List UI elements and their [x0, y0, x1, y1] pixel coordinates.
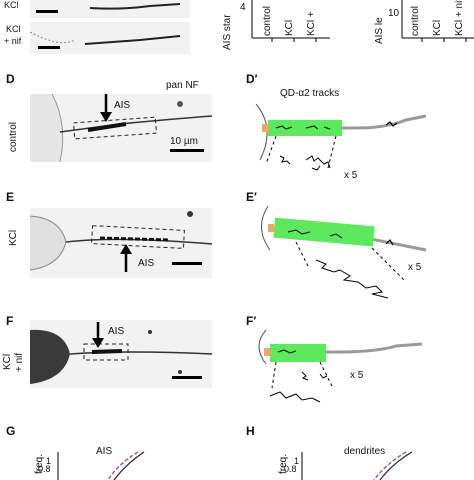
- panel-e-row-label: KCl: [8, 229, 19, 246]
- top-neurite-1: [89, 3, 181, 10]
- panel-d-row-label: control: [8, 121, 19, 152]
- panel-e2-letter: E′: [246, 190, 257, 204]
- panel-h-plot: [301, 451, 413, 480]
- panel-f-ais-arrow: [92, 322, 104, 348]
- panel-d2-letter: D′: [246, 72, 258, 86]
- panel-g-letter: G: [6, 424, 16, 438]
- top-row-label-ke: KCl: [4, 0, 19, 10]
- panel-h-title: dendrites: [344, 446, 386, 457]
- panel-e2-mag: x 5: [408, 262, 422, 273]
- panel-d-letter: D: [6, 72, 15, 86]
- top-tick-4: 4: [240, 2, 246, 13]
- panel-d2-mag: x 5: [344, 170, 358, 181]
- panel-g-tick-08: 0.8: [38, 464, 51, 474]
- panel-e2-diagram: [261, 205, 427, 299]
- panel-f2-mag: x 5: [350, 370, 364, 381]
- top-ylabel-b: AIS le: [374, 17, 385, 44]
- top-image-kcl-nif: [30, 22, 190, 54]
- top-xcat-a-0: control: [262, 5, 273, 36]
- top-axis-a: [251, 0, 330, 42]
- panel-e-micrograph: [30, 211, 212, 271]
- top-xcat-b-0: control: [410, 5, 421, 36]
- panel-h-letter: H: [246, 424, 255, 438]
- panel-f-micrograph: [30, 329, 212, 384]
- panel-f-row-label-2: + nif: [14, 352, 25, 372]
- panel-d-micrograph: [30, 94, 212, 162]
- panel-f-image: [30, 320, 212, 388]
- panel-d-stain: pan NF: [166, 80, 199, 91]
- panel-d2-diagram: [255, 103, 427, 171]
- panel-f2-diagram: [258, 329, 423, 403]
- panel-h-tick-1: 1: [294, 456, 300, 466]
- panel-f2-letter: F′: [246, 314, 257, 328]
- top-ylabel-a: AIS star: [222, 14, 233, 50]
- panel-f-letter: F: [6, 314, 14, 328]
- panel-d2-title: QD-α2 tracks: [280, 88, 340, 99]
- panel-g-tick-1: 1: [46, 456, 52, 466]
- top-xcat-b-2: KCl + nif: [454, 0, 465, 36]
- top-row-label-nif: + nif: [4, 36, 22, 46]
- panel-d-ais-label: AIS: [114, 100, 131, 111]
- top-scale-1: [36, 10, 58, 13]
- panel-h-tick-08: 0.8: [284, 464, 297, 474]
- panel-d-scalebar: [170, 149, 204, 152]
- top-xcat-a-1: KCl: [284, 19, 295, 36]
- panel-f-ais-label: AIS: [108, 326, 125, 337]
- top-axis-b: [401, 0, 474, 42]
- panel-d-scale-label: 10 µm: [170, 136, 198, 147]
- top-row-label-kcl: KCl: [6, 24, 21, 34]
- panel-e-letter: E: [6, 190, 15, 204]
- panel-f-row-label-1: KCl: [2, 353, 13, 370]
- panel-e-ais-label: AIS: [138, 258, 155, 269]
- top-tick-10: 10: [388, 8, 400, 19]
- top-neurite-2: [30, 31, 181, 45]
- panel-f-scalebar: [172, 376, 202, 379]
- panel-g-title: AIS: [96, 446, 113, 457]
- top-xcat-a-2: KCl +: [306, 11, 317, 36]
- panel-g-plot: [57, 451, 145, 480]
- panel-e-image: [30, 208, 212, 278]
- panel-e-scalebar: [172, 262, 202, 265]
- top-scale-2: [38, 46, 60, 49]
- panel-d-ais-arrow: [100, 94, 112, 122]
- top-xcat-b-1: KCl: [432, 19, 443, 36]
- panel-e-ais-arrow: [120, 244, 132, 272]
- top-image-ke: [30, 0, 190, 18]
